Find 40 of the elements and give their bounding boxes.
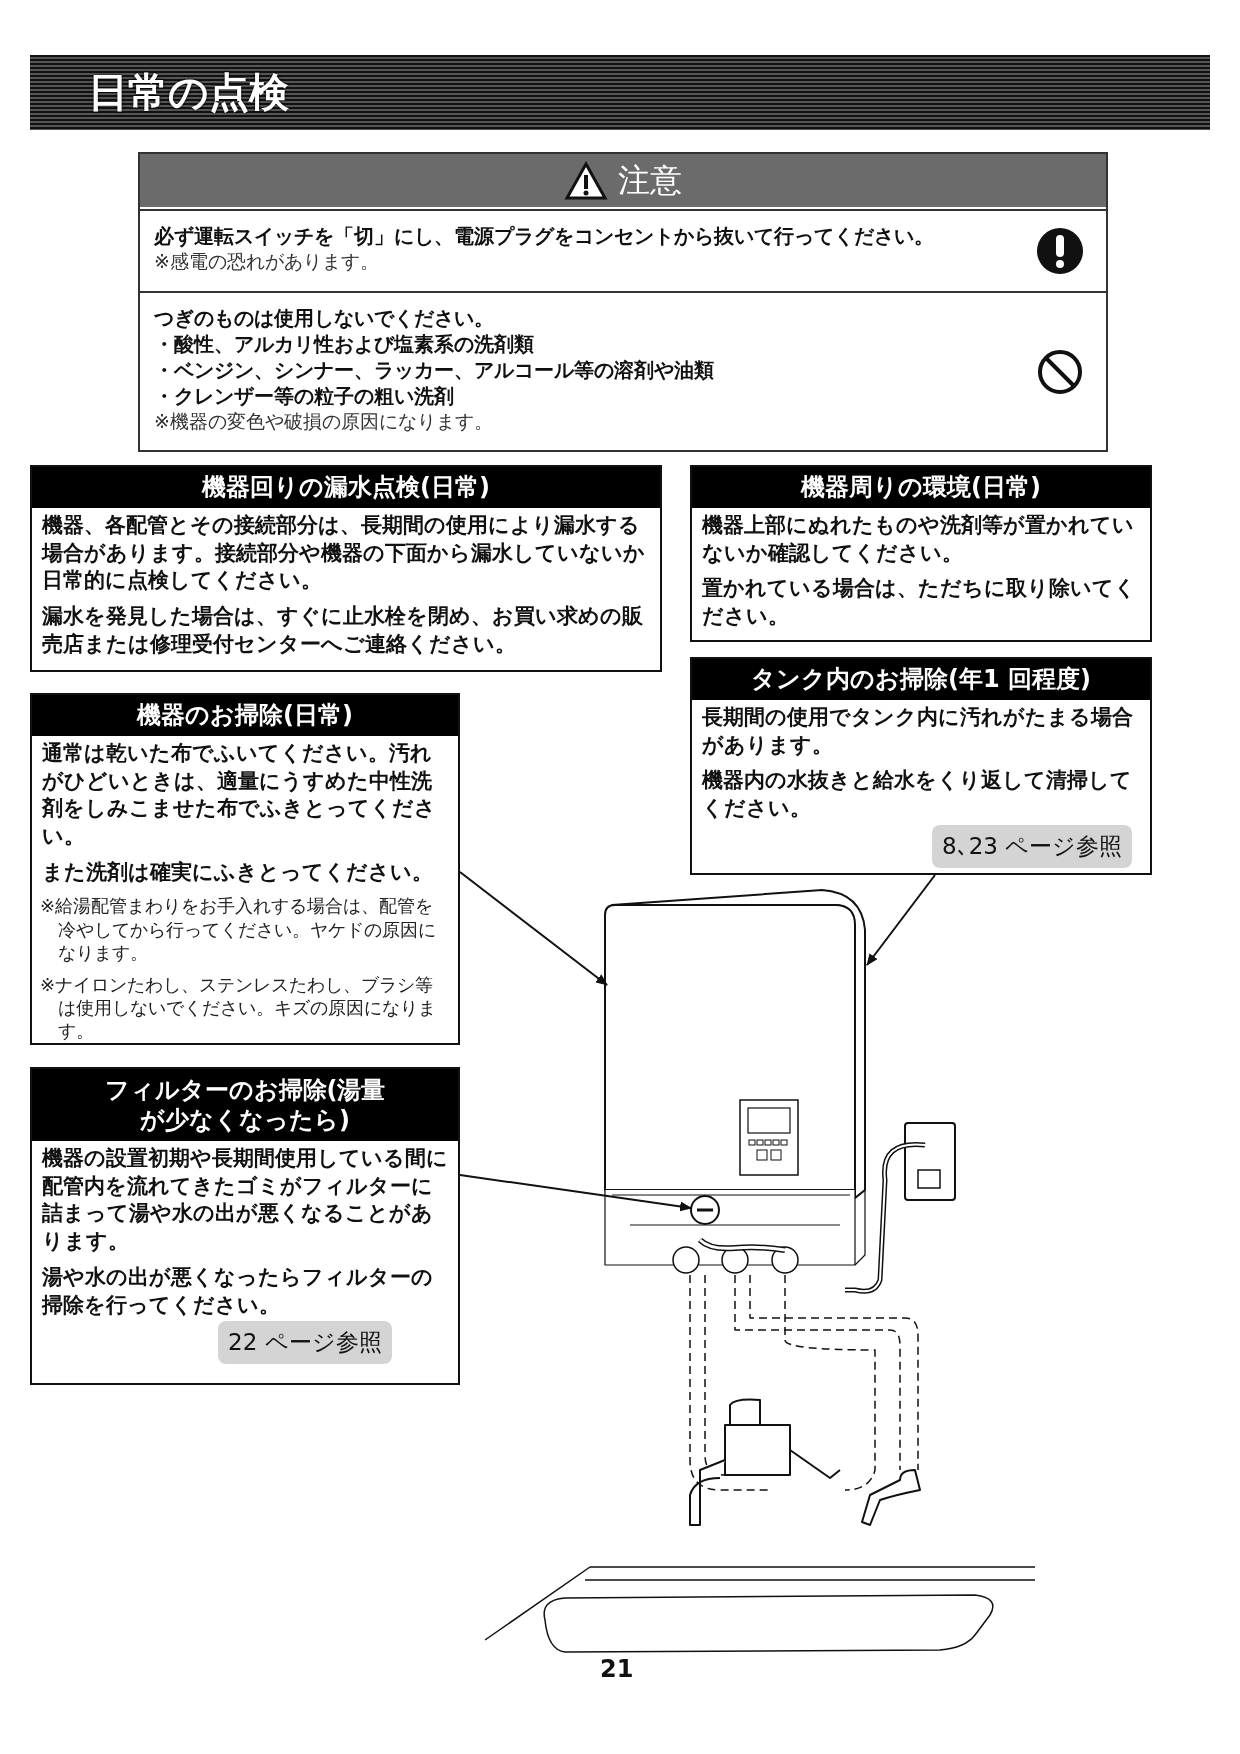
panel-heading: タンク内のお掃除(年1 回程度) [692, 659, 1150, 700]
page-title: 日常の点検 [88, 68, 289, 117]
body-text: 長期間の使用でタンク内に汚れがたまる場合があります。 [701, 703, 1134, 759]
body-text: 機器の設置初期や長期間使用している間に配管内を流れてきたゴミがフィルターに詰まって湯や水の出が悪くなることがあります。 [40, 1145, 449, 1256]
notice-text: ・酸性、アルカリ性および塩素系の洗剤類 [154, 331, 535, 357]
leader-arrow [459, 871, 608, 986]
info-panel [690, 657, 1152, 875]
page-reference: 22 ページ参照 [218, 1321, 392, 1364]
body-text: また洗剤は確実にふきとってください。 [41, 858, 434, 886]
panel-heading: 機器回りの漏水点検(日常) [32, 467, 660, 508]
info-panel [30, 693, 460, 1045]
notice-text: 必ず運転スイッチを「切」にし、電源プラグをコンセントから抜いて行ってください。 [154, 223, 935, 249]
body-text: 置かれている場合は、ただちに取り除いてください。 [701, 575, 1137, 630]
leader-arrow [459, 1174, 692, 1212]
notice-text: ※感電の恐れがあります。 [154, 249, 380, 274]
note-text: ※給湯配管まわりをお手入れする場合は、配管を冷やしてから行ってください。ヤケドの原因になります。 [39, 894, 437, 966]
leader-arrow [866, 874, 936, 966]
caution-heading: 注意 [618, 159, 682, 201]
water-heater-drawing [604, 889, 866, 1274]
body-text: 漏水を発見した場合は、すぐに止水栓を閉め、お買い求めの販売店または修理受付センターへご連絡ください。 [41, 602, 644, 658]
body-text: 通常は乾いた布でふいてください。汚れがひどいときは、適量にうすめた中性洗剤をしみこませた布でふきとってください。 [41, 739, 437, 850]
panel-heading: 機器周りの環境(日常) [692, 467, 1150, 508]
note-text: ※ナイロンたわし、ステンレスたわし、ブラシ等は使用しないでください。キズの原因になります。 [39, 972, 437, 1044]
caution-box [138, 152, 1108, 452]
body-text: 機器内の水抜きと給水をくり返して清掃してください。 [700, 767, 1133, 822]
panel-heading: 機器のお掃除(日常) [32, 695, 458, 736]
panel-heading: フィルターのお掃除(湯量が少なくなったら) [32, 1069, 458, 1141]
body-text: 機器上部にぬれたものや洗剤等が置かれていないか確認してください。 [700, 511, 1135, 567]
info-panel [30, 1067, 460, 1385]
notice-text: ・ベンジン、シンナー、ラッカー、アルコール等の溶剤や油類 [154, 357, 715, 383]
body-text: 機器、各配管とその接続部分は、長期間の使用により漏水する場合があります。接続部分や機器の下面から漏水していないか日常的に点検してください。 [40, 511, 646, 595]
notice-text: つぎのものは使用しないでください。 [154, 305, 495, 331]
page-number: 21 [600, 1655, 634, 1683]
page-reference: 8､23 ページ参照 [932, 825, 1133, 868]
body-text: 湯や水の出が悪くなったらフィルターの掃除を行ってください。 [40, 1263, 434, 1319]
info-panel [30, 465, 662, 672]
filter-drawing [690, 1195, 720, 1225]
notice-text: ※機器の変色や破損の原因になります。 [154, 409, 494, 434]
info-panel [690, 465, 1152, 642]
notice-text: ・クレンザー等の粒子の粗い洗剤 [154, 383, 455, 409]
